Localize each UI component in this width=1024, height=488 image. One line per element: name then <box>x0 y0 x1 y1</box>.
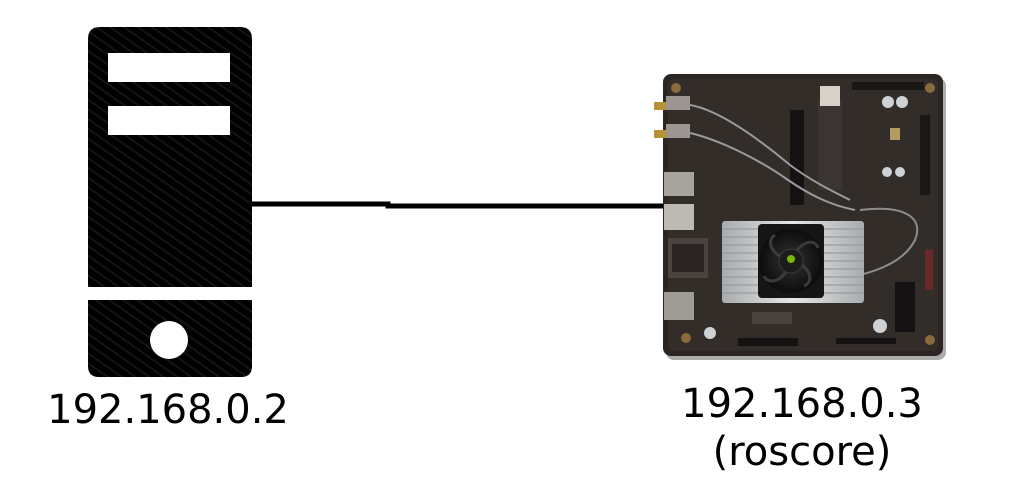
board-label: 192.168.0.3 (roscore) <box>652 380 952 476</box>
board-ip-label: 192.168.0.3 <box>681 381 923 427</box>
desktop-ip-label: 192.168.0.2 <box>47 387 289 433</box>
desktop-tower-icon <box>88 27 252 377</box>
embedded-board-image <box>654 74 946 360</box>
board-role-label: (roscore) <box>712 429 892 475</box>
network-connection-line <box>252 201 668 209</box>
